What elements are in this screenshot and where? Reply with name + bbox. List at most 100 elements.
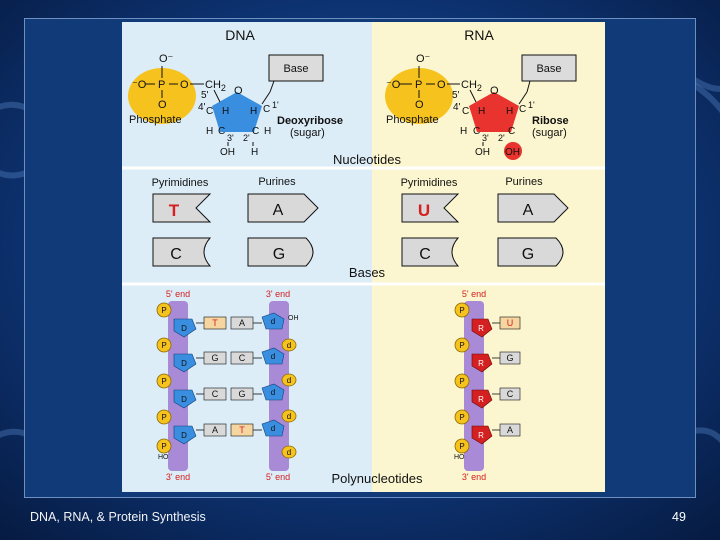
rna-pyrimidines-label: Pyrimidines (401, 177, 458, 189)
phosphate-icon (454, 438, 470, 454)
dna-left-base: A (212, 425, 218, 435)
phosphate-label: P (161, 341, 166, 350)
nucleic-acid-diagram: DNA RNA O⁻ ⁻O P O O CH2 5' Phosphate O 4… (122, 22, 605, 492)
dna-right-base: G (238, 389, 245, 399)
rna-c1: C (519, 104, 526, 115)
rna-p: P (415, 79, 422, 91)
base-c-rna: C (419, 246, 431, 263)
phosphate-icon (454, 409, 470, 425)
dna-c1: C (263, 104, 270, 115)
rna-3prime: 3' (482, 133, 489, 143)
deoxyribose-icon (261, 347, 285, 365)
rna-ch2: CH2 (461, 79, 482, 93)
rna-o-bottom: O (415, 99, 424, 111)
dna-right-base: A (239, 318, 245, 328)
phosphate-label: d (287, 412, 291, 421)
phosphate-icon (454, 337, 470, 353)
phosphate-label: P (459, 377, 464, 386)
dna-4prime: 4' (198, 102, 206, 113)
dna-5prime: 5' (201, 90, 209, 101)
ribose-label: R (478, 324, 484, 333)
rna-o-left: ⁻O (386, 79, 401, 91)
dna-ring-o: O (234, 85, 243, 97)
deoxyribose-icon (173, 389, 197, 409)
rna-ring-o: O (490, 85, 499, 97)
dna-h4: H (222, 106, 229, 117)
deoxyribose-label: d (271, 388, 275, 397)
bases-section: Pyrimidines Purines Pyrimidines Purines … (152, 176, 569, 280)
dna-purines-label: Purines (258, 176, 296, 188)
deoxyribose-icon (261, 312, 285, 330)
phosphate-icon (281, 373, 297, 387)
phosphate-label: P (161, 377, 166, 386)
rna-base: C (507, 389, 514, 399)
base-a-dna-shape (247, 193, 319, 223)
dna-h3: H (206, 126, 213, 137)
deoxyribose-icon (261, 383, 285, 401)
deoxyribose-label: D (181, 324, 187, 333)
dna-o-right: O (180, 79, 189, 91)
rna-1prime: 1' (528, 100, 535, 110)
ribose-label: Ribose (532, 115, 569, 127)
dna-right-3end: 3' end (266, 289, 290, 299)
dna-left-ho: HO (158, 454, 169, 461)
rna-2prime-oh-highlight (504, 142, 522, 160)
dna-nucleotide: O⁻ ⁻O P O O CH2 5' Phosphate O 4' C H H … (128, 53, 343, 158)
deoxyribose-label: D (181, 431, 187, 440)
rna-c2: C (508, 126, 515, 137)
rna-5prime: 5' (452, 90, 460, 101)
base-c-rna-shape (401, 237, 460, 267)
dna-right-base: C (239, 353, 246, 363)
dna-base-box (268, 54, 324, 82)
dna-o-left: ⁻O (132, 79, 147, 91)
ribose-icon (471, 425, 493, 445)
phosphate-icon (156, 438, 172, 454)
dna-o-bottom: O (158, 99, 167, 111)
nucleotides-title: Nucleotides (333, 152, 401, 167)
rna-base: G (506, 353, 513, 363)
dna-ch2: CH2 (205, 79, 226, 93)
rna-o-right: O (437, 79, 446, 91)
deoxyribose-icon (261, 419, 285, 437)
rna-nucleotide: O⁻ ⁻O P O O CH2 5' Phosphate O 4' C H H … (385, 53, 577, 160)
ribose-icon (471, 318, 493, 338)
phosphate-icon (156, 373, 172, 389)
ribose-label: R (478, 395, 484, 404)
deoxyribose-icon (173, 318, 197, 338)
base-g-dna: G (273, 246, 285, 263)
rna-purines-label: Purines (505, 176, 543, 188)
deoxyribose-label: Deoxyribose (277, 115, 343, 127)
dna-right-oh: OH (288, 315, 299, 322)
phosphate-label: P (459, 442, 464, 451)
ribose-label: R (478, 431, 484, 440)
rna-4prime: 4' (453, 102, 461, 113)
dna-o-top: O⁻ (159, 53, 174, 65)
rna-base-block (499, 351, 521, 365)
rna-oh: OH (475, 147, 490, 158)
base-a-dna: A (273, 202, 284, 219)
base-c-dna: C (170, 246, 182, 263)
dna-left-base-block (203, 351, 227, 365)
page-number: 49 (672, 510, 686, 524)
rna-h4: H (478, 106, 485, 117)
ribose-icon (471, 389, 493, 409)
deoxyribose-label: D (181, 359, 187, 368)
phosphate-icon (156, 302, 172, 318)
rna-phosphate-label: Phosphate (386, 114, 439, 126)
dna-p: P (158, 79, 165, 91)
base-u-shape (401, 193, 460, 223)
polynucleotides-title: Polynucleotides (331, 471, 423, 486)
rna-3end: 3' end (462, 472, 486, 482)
rna-base-block (499, 316, 521, 330)
dna-c3: C (218, 126, 225, 137)
dna-1prime: 1' (272, 100, 279, 110)
deoxyribose-ring (212, 92, 262, 132)
deoxyribose-icon (173, 353, 197, 373)
phosphate-label: P (161, 306, 166, 315)
rna-base-block (499, 423, 521, 437)
dna-left-5end: 5' end (166, 289, 190, 299)
rna-2prime: 2' (498, 133, 505, 143)
rna-oh2: OH (505, 147, 520, 158)
